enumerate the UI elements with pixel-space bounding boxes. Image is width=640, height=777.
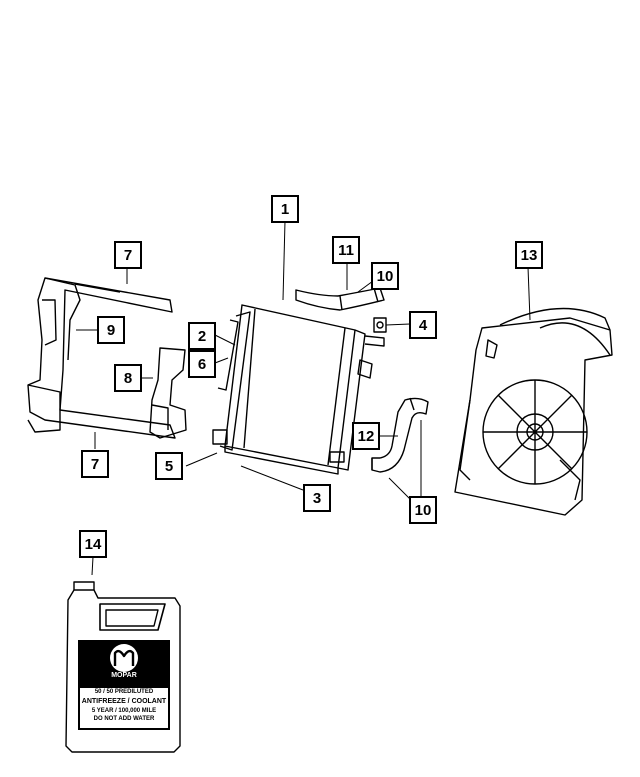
callout-12: 12 xyxy=(352,422,380,450)
radiator-part xyxy=(212,304,385,475)
callout-4: 4 xyxy=(409,311,437,339)
hose-clamp-part xyxy=(373,317,387,333)
callout-2: 2 xyxy=(188,322,216,350)
callout-11: 11 xyxy=(332,236,360,264)
coolant-jug-part xyxy=(65,581,181,753)
callout-7-bottom: 7 xyxy=(81,450,109,478)
upper-hose-part xyxy=(295,287,385,311)
callout-13: 13 xyxy=(515,241,543,269)
callout-7-top: 7 xyxy=(114,241,142,269)
callout-10-bottom: 10 xyxy=(409,496,437,524)
callout-8: 8 xyxy=(114,364,142,392)
leader-lines xyxy=(76,220,531,576)
coolant-brand: MOPAR xyxy=(111,672,137,679)
callout-1: 1 xyxy=(271,195,299,223)
side-shroud-part xyxy=(27,277,176,439)
callout-9: 9 xyxy=(97,316,125,344)
bracket-part xyxy=(149,347,187,439)
coolant-line-2: ANTIFREEZE / COOLANT xyxy=(81,698,167,705)
callout-3: 3 xyxy=(303,484,331,512)
lower-hose-part xyxy=(371,397,429,473)
callout-10-top: 10 xyxy=(371,262,399,290)
coolant-line-4: DO NOT ADD WATER xyxy=(93,716,155,722)
coolant-line-1: 50 / 50 PREDILUTED xyxy=(94,689,154,695)
callout-5: 5 xyxy=(155,452,183,480)
fan-shroud-part xyxy=(454,307,613,516)
callout-14: 14 xyxy=(79,530,107,558)
coolant-line-3: 5 YEAR / 100,000 MILE xyxy=(91,708,157,714)
callout-6: 6 xyxy=(188,350,216,378)
